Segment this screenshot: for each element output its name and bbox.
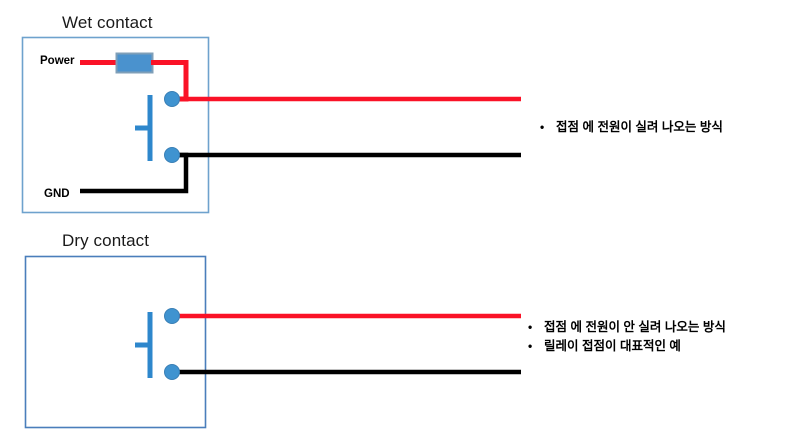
- dry-contact-enclosure: [24, 255, 207, 429]
- dry-top-terminal-dot: [164, 308, 180, 324]
- dry-contact-annotation-list: • 접점 에 전원이 안 실려 나오는 방식 • 릴레이 접점이 대표적인 예: [528, 318, 726, 356]
- list-item: • 릴레이 접점이 대표적인 예: [528, 337, 726, 356]
- bullet-point-icon: •: [528, 320, 533, 334]
- list-item: • 접점 에 전원이 안 실려 나오는 방식: [528, 318, 726, 337]
- wet-switch-contact-icon: [135, 95, 153, 161]
- dry-switch-contact-icon: [135, 312, 153, 378]
- resistor-icon: [115, 52, 154, 74]
- list-item: • 접점 에 전원이 실려 나오는 방식: [540, 118, 723, 137]
- bullet-point-icon: •: [528, 339, 533, 353]
- gnd-pin-label: GND: [44, 188, 70, 200]
- bullet-point-icon: •: [540, 120, 545, 134]
- power-pin-label: Power: [40, 55, 75, 67]
- annotation-text: 릴레이 접점이 대표적인 예: [544, 339, 681, 353]
- wet-contact-title: Wet contact: [62, 13, 153, 32]
- wet-bottom-terminal-dot: [164, 147, 180, 163]
- wet-contact-annotation-list: • 접점 에 전원이 실려 나오는 방식: [540, 118, 723, 137]
- dry-bottom-terminal-dot: [164, 364, 180, 380]
- wet-top-terminal-dot: [164, 91, 180, 107]
- dry-contact-title: Dry contact: [62, 231, 150, 250]
- annotation-text: 접점 에 전원이 안 실려 나오는 방식: [544, 320, 726, 334]
- annotation-text: 접점 에 전원이 실려 나오는 방식: [556, 120, 723, 134]
